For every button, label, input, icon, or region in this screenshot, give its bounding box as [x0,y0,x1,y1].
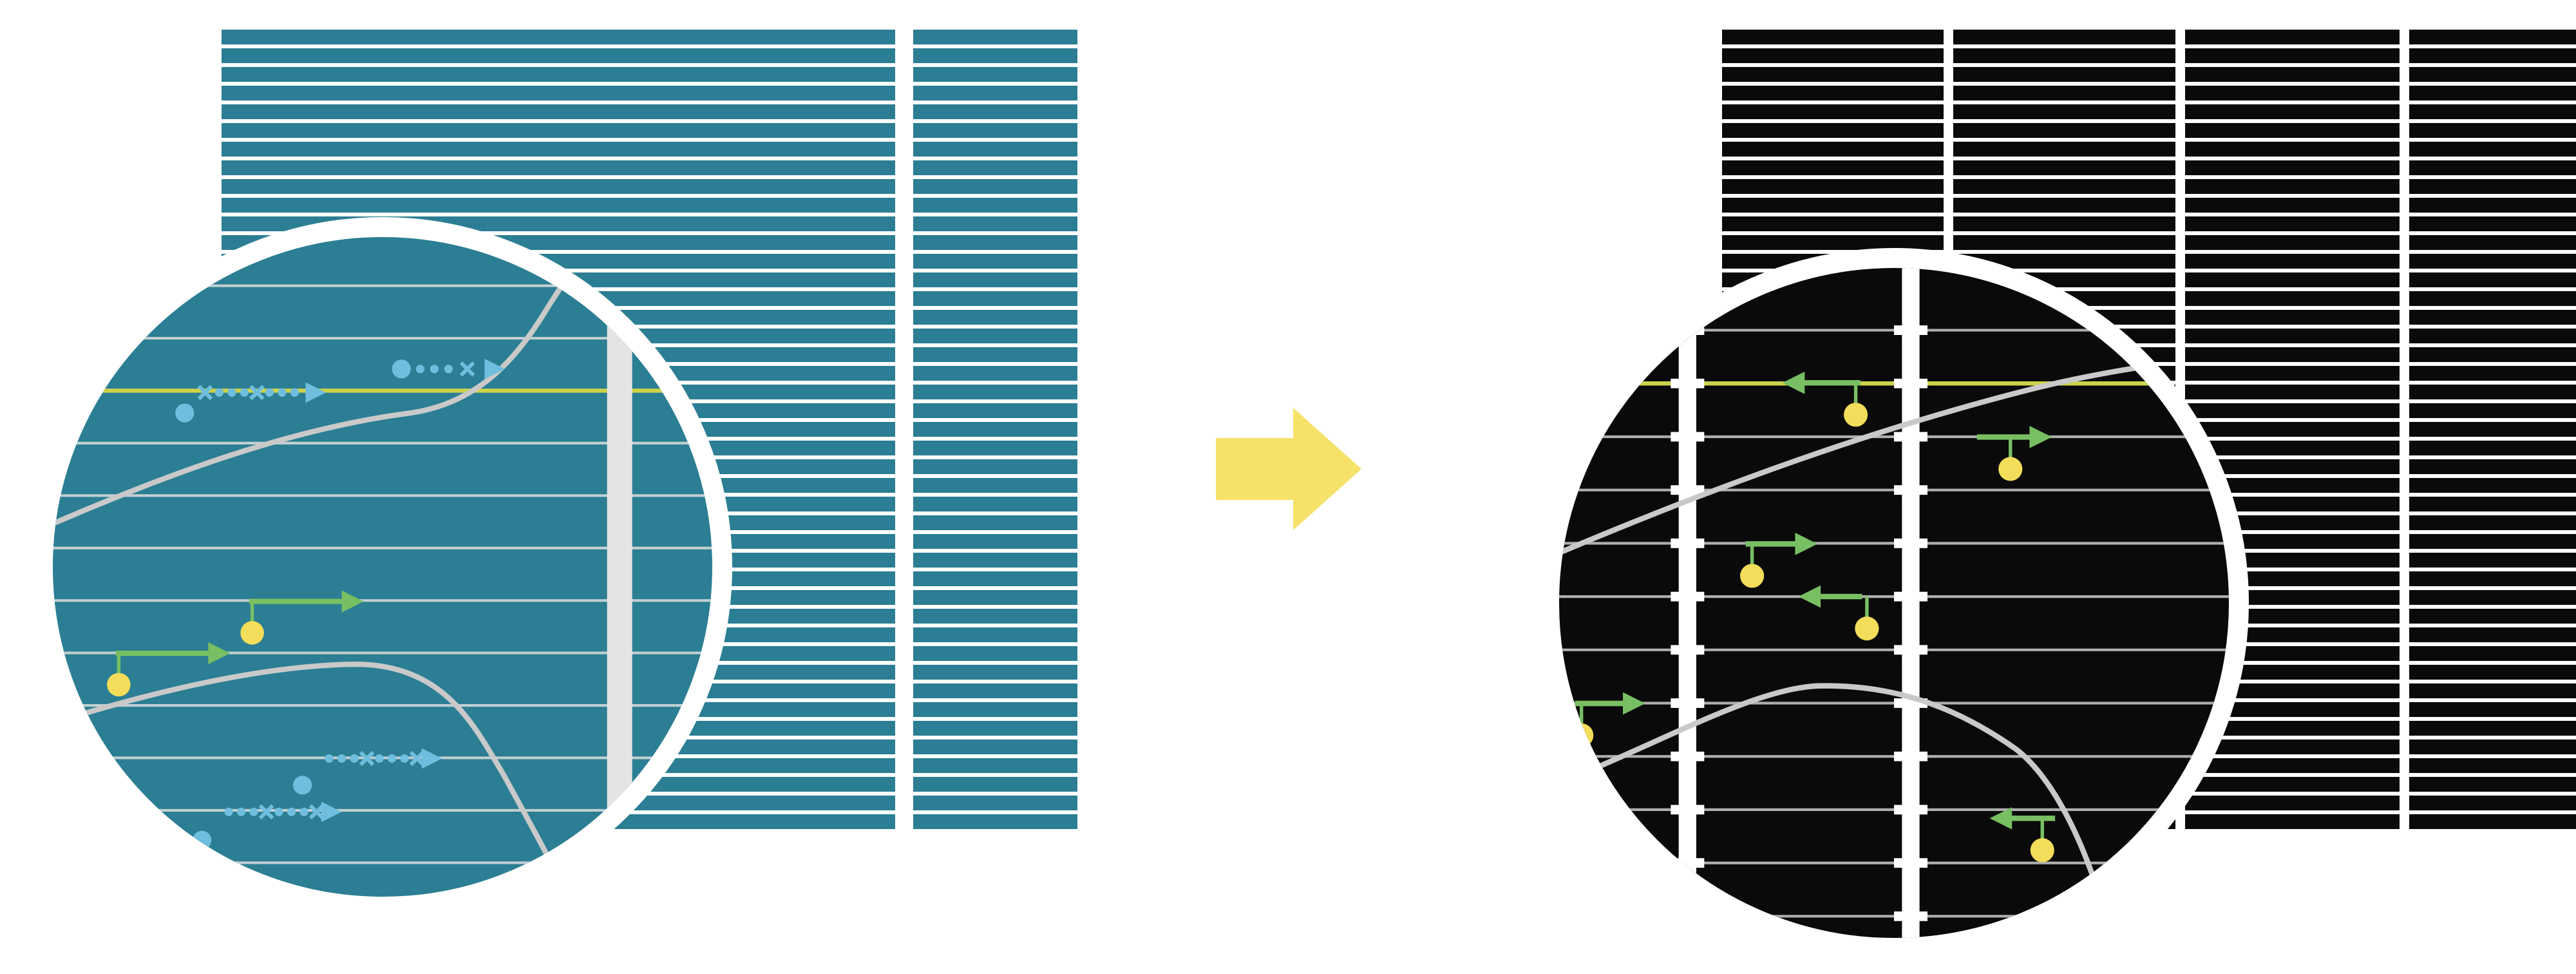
cell-column-4 [2409,30,2576,830]
wafer-column-right [913,30,1077,830]
process-arrow-shape [1216,408,1361,530]
wafer-inset-graphic [53,237,712,897]
cell-inset-graphic [1559,268,2229,938]
wafer-magnifier-inset [33,217,732,917]
cell-magnifier-inset [1539,248,2249,958]
process-arrow-icon [1216,408,1361,530]
